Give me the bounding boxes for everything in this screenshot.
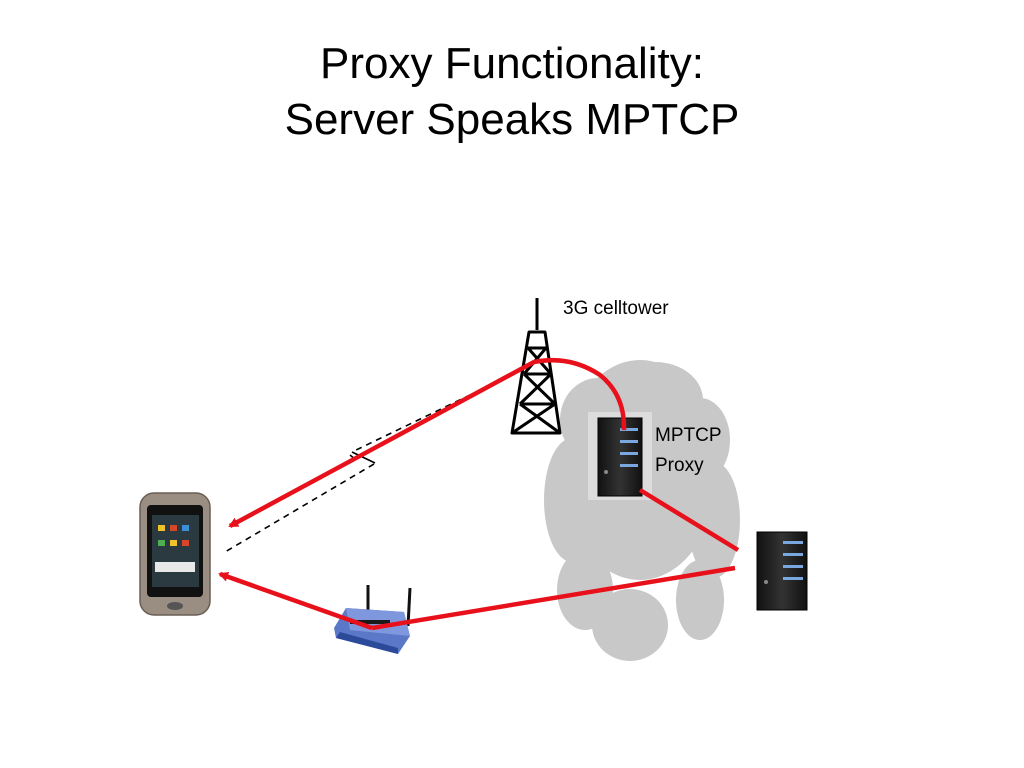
proxy-label: MPTCP Proxy — [655, 421, 722, 481]
path-router-to-phone — [220, 574, 372, 628]
dashed-subflow — [225, 366, 530, 552]
proxy-label-line-1: MPTCP — [655, 421, 722, 451]
server-icon — [757, 532, 807, 610]
celltower-label: 3G celltower — [563, 294, 669, 324]
proxy-label-line-2: Proxy — [655, 451, 722, 481]
proxy-server-icon — [588, 412, 652, 500]
cloud-icon — [544, 360, 740, 661]
path-tower-to-phone — [230, 362, 534, 526]
cell-tower-icon — [512, 298, 560, 433]
phone-icon — [140, 493, 210, 615]
